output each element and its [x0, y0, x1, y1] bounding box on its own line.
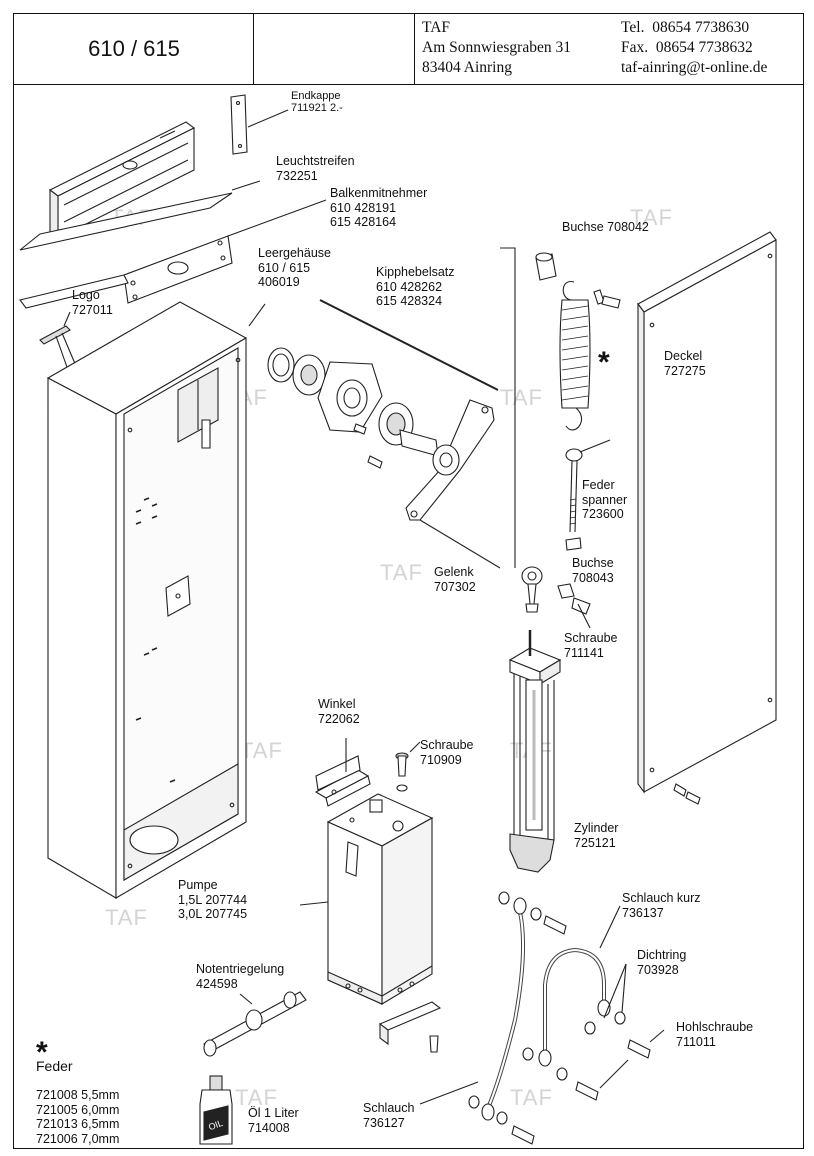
company-city: 83404 Ainring	[422, 59, 512, 76]
label-schlauch: Schlauch 736127	[363, 1101, 415, 1130]
label-oel: Öl 1 Liter 714008	[248, 1106, 299, 1135]
label-kipphebelsatz: Kipphebelsatz 610 428262 615 428324	[376, 265, 455, 308]
oil-can-label: OIL	[207, 1118, 224, 1132]
label-endkappe: Endkappe 711921 2.-	[291, 90, 343, 114]
endkappe-part	[230, 94, 289, 155]
zylinder-part	[508, 630, 562, 873]
feder-item: 721005 6,0mm	[36, 1102, 120, 1117]
label-winkel: Winkel 722062	[318, 697, 360, 726]
title-block: 610 / 615 TAF Am Sonnwiesgraben 31 83404…	[14, 14, 803, 85]
watermark: TAF	[240, 738, 283, 763]
watermark: TAF	[105, 905, 148, 930]
label-leergehaeuse: Leergehäuse 610 / 615 406019	[258, 246, 331, 289]
label-schraube-711141: Schraube 711141	[564, 631, 618, 660]
feder-asterisk-icon: *	[36, 1036, 48, 1069]
company-name: TAF	[422, 19, 451, 36]
spring-asterisk-icon: *	[598, 346, 610, 379]
label-notentriegelung: Notentriegelung 424598	[196, 962, 285, 991]
label-buchse-708043: Buchse 708043	[572, 556, 614, 585]
leergehaeuse-part	[46, 301, 266, 899]
label-pumpe: Pumpe 1,5L 207744 3,0L 207745	[178, 878, 248, 921]
gelenk-part	[521, 566, 591, 629]
boom-profile-part	[48, 121, 196, 240]
watermark: TAF	[380, 560, 423, 585]
label-schlauch-kurz: Schlauch kurz 736137	[622, 891, 701, 920]
label-balkenmitnehmer: Balkenmitnehmer 610 428191 615 428164	[330, 186, 428, 229]
watermark: TAF	[500, 385, 543, 410]
spring-assembly-part	[500, 247, 621, 568]
pumpe-part	[299, 793, 434, 1005]
notentriegelung-part	[203, 991, 307, 1057]
schlauch-part	[419, 897, 527, 1121]
feder-item: 721008 5,5mm	[36, 1088, 120, 1102]
company-street: Am Sonnwiesgraben 31	[422, 39, 571, 56]
watermark: TAF	[510, 1085, 553, 1110]
email-address: taf-ainring@t-online.de	[621, 59, 768, 76]
feder-item: 721013 6,5mm	[36, 1117, 120, 1131]
winkel-part	[314, 738, 371, 807]
feder-item: 721006 7,0mm	[36, 1131, 120, 1146]
logo-part	[39, 311, 77, 371]
schlauch-kurz-part	[538, 905, 621, 1067]
feder-list: 721008 5,5mm 721005 6,0mm 721013 6,5mm 7…	[36, 1088, 119, 1146]
watermark: TAF	[630, 205, 673, 230]
label-hohlschraube: Hohlschraube 711011	[676, 1020, 754, 1049]
label-leuchtstreifen: Leuchtstreifen 732251	[276, 154, 355, 183]
deckel-part	[637, 231, 777, 805]
drawing-sheet: 610 / 615 TAF Am Sonnwiesgraben 31 83404…	[13, 13, 804, 1149]
model-number: 610 / 615	[88, 36, 180, 61]
oel-can-part: OIL	[199, 1075, 233, 1145]
label-federspanner: Feder spanner 723600	[582, 478, 628, 521]
tel-number: 08654 7738630	[652, 19, 750, 36]
label-logo: Logo 727011	[72, 288, 113, 317]
label-deckel: Deckel 727275	[664, 349, 706, 378]
balkenmitnehmer-part	[19, 199, 327, 309]
fax-number: 08654 7738632	[655, 39, 753, 56]
label-schraube-710909: Schraube 710909	[420, 738, 474, 767]
feder-title: Feder	[36, 1058, 73, 1074]
model-cell: 610 / 615	[14, 14, 254, 84]
watermark: TAF	[235, 1085, 278, 1110]
label-dichtring: Dichtring 703928	[637, 948, 687, 977]
company-address: TAF Am Sonnwiesgraben 31 83404 Ainring	[422, 18, 571, 78]
dichtring-hohlschraube-parts	[468, 891, 665, 1145]
tel-label: Tel.	[621, 19, 645, 36]
label-buchse-708042: Buchse 708042	[562, 220, 649, 234]
winkel-bottom-part	[378, 1001, 442, 1053]
blank-cell	[254, 14, 415, 84]
label-zylinder: Zylinder 725121	[574, 821, 619, 850]
label-gelenk: Gelenk 707302	[434, 565, 476, 594]
federspanner-part	[565, 439, 611, 551]
company-contact: Tel. 08654 7738630 Fax. 08654 7738632 ta…	[621, 18, 767, 78]
schraube-710909-part	[395, 741, 421, 792]
fax-label: Fax.	[621, 39, 649, 56]
leuchtstreifen-part	[19, 180, 261, 251]
kipphebelsatz-part	[267, 299, 501, 569]
